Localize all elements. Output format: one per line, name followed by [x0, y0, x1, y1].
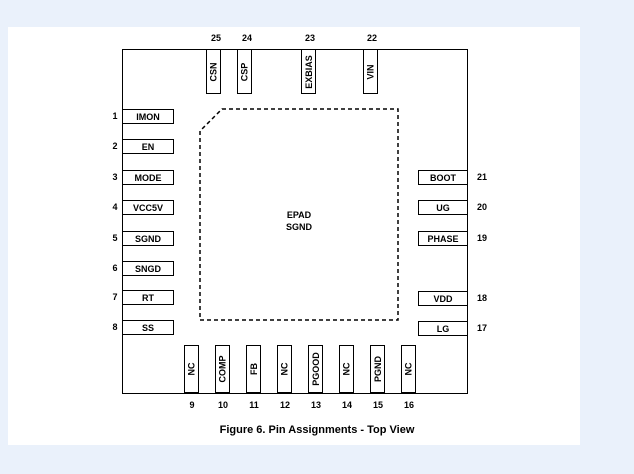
pin-number: 25 [210, 33, 221, 43]
pin-label: CSP [239, 62, 250, 81]
pin-pad-csp: CSP [237, 49, 252, 94]
pin-number: 7 [112, 292, 118, 302]
pin-pad-phase: PHASE [418, 231, 468, 246]
pin-number: 16 [403, 400, 414, 410]
pin-pad-vin: VIN [363, 49, 378, 94]
pin-number: 17 [476, 323, 487, 333]
pin-pad-fb: FB [246, 345, 261, 393]
pin-pad-pgnd: PGND [370, 345, 385, 393]
pin-number: 23 [304, 33, 315, 43]
pin-number: 13 [310, 400, 321, 410]
pin-pad-sngd: SNGD [122, 261, 174, 276]
pin-number: 19 [476, 233, 487, 243]
pin-pad-comp: COMP [215, 345, 230, 393]
pin-pad-mode: MODE [122, 170, 174, 185]
pin-pad-csn: CSN [206, 49, 221, 94]
pin-label: VIN [365, 63, 376, 80]
pin-label: NC [403, 362, 414, 376]
pin-pad-nc: NC [277, 345, 292, 393]
pin-pad-nc: NC [184, 345, 199, 393]
pin-number: 18 [476, 293, 487, 303]
pin-pad-nc: NC [401, 345, 416, 393]
pin-pad-vdd: VDD [418, 291, 468, 306]
pin-number: 22 [366, 33, 377, 43]
pin-pad-lg: LG [418, 321, 468, 336]
pin-number: 2 [112, 141, 118, 151]
pin-number: 15 [372, 400, 383, 410]
pin-number: 21 [476, 172, 487, 182]
pin-number: 24 [241, 33, 252, 43]
pin-number: 8 [112, 322, 118, 332]
pin-number: 4 [112, 202, 118, 212]
pin-number: 1 [112, 111, 118, 121]
ic-package-outline [122, 49, 468, 394]
pin-pad-imon: IMON [122, 109, 174, 124]
pin-label: NC [341, 362, 352, 376]
figure-caption: Figure 6. Pin Assignments - Top View [219, 424, 415, 436]
pin-label: CSN [208, 61, 219, 82]
pin-pad-rt: RT [122, 290, 174, 305]
epad-label-line2: SGND [285, 222, 312, 232]
pin-label: FB [248, 363, 259, 375]
pin-number: 5 [112, 233, 118, 243]
pin-pad-exbias: EXBIAS [301, 49, 316, 94]
pin-label: PGND [372, 355, 383, 383]
pin-pad-nc: NC [339, 345, 354, 393]
epad-label-line1: EPAD [286, 210, 312, 220]
pin-number: 11 [249, 400, 259, 410]
pin-number: 3 [112, 172, 118, 182]
pin-pad-sgnd: SGND [122, 231, 174, 246]
pin-pad-en: EN [122, 139, 174, 154]
pin-label: COMP [217, 355, 228, 383]
pin-pad-ss: SS [122, 320, 174, 335]
pin-number: 12 [279, 400, 290, 410]
pin-label: EXBIAS [303, 54, 314, 89]
pin-number: 20 [476, 202, 487, 212]
pin-number: 14 [341, 400, 352, 410]
pin-pad-pgood: PGOOD [308, 345, 323, 393]
pin-label: PGOOD [310, 352, 321, 386]
pin-pad-vcc5v: VCC5V [122, 200, 174, 215]
pin-pad-ug: UG [418, 200, 468, 215]
pin-label: NC [186, 362, 197, 376]
pin-number: 9 [189, 400, 195, 410]
pin-number: 6 [112, 263, 118, 273]
pin-label: NC [279, 362, 290, 376]
pin-pad-boot: BOOT [418, 170, 468, 185]
pin-number: 10 [217, 400, 228, 410]
